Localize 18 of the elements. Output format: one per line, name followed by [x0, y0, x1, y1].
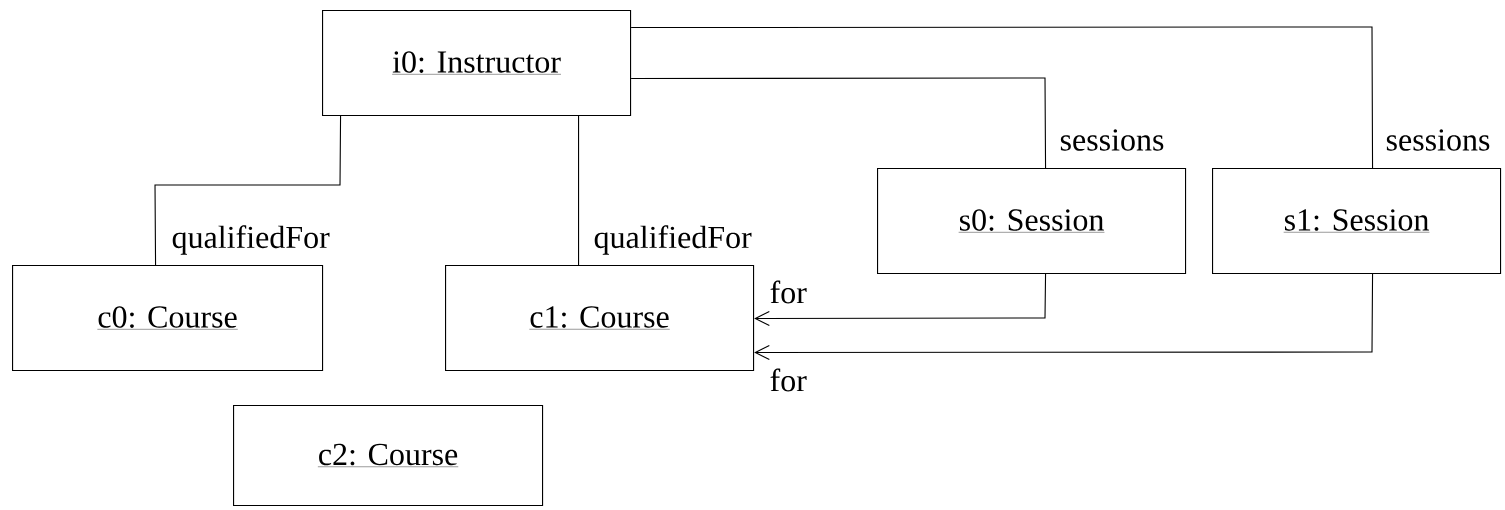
edge-label: sessions — [1384, 128, 1492, 152]
object-box: c1: Course — [445, 265, 755, 372]
edge-label: for — [768, 279, 808, 305]
object-box: i0: Instructor — [322, 10, 632, 117]
object-box: s1: Session — [1212, 168, 1502, 275]
edge-label: for — [768, 367, 808, 393]
connector — [578, 115, 580, 266]
object-box: s0: Session — [877, 168, 1187, 275]
connector — [754, 273, 1047, 327]
edge-label: qualifiedFor — [592, 224, 753, 256]
object-box: c2: Course — [233, 404, 544, 507]
connector — [754, 273, 1374, 361]
edge-label: qualifiedFor — [170, 224, 331, 256]
connector — [630, 26, 1374, 169]
edge-label: sessions — [1058, 128, 1166, 152]
object-box: c0: Course — [12, 265, 324, 372]
connector — [154, 115, 342, 266]
connector — [630, 77, 1047, 169]
